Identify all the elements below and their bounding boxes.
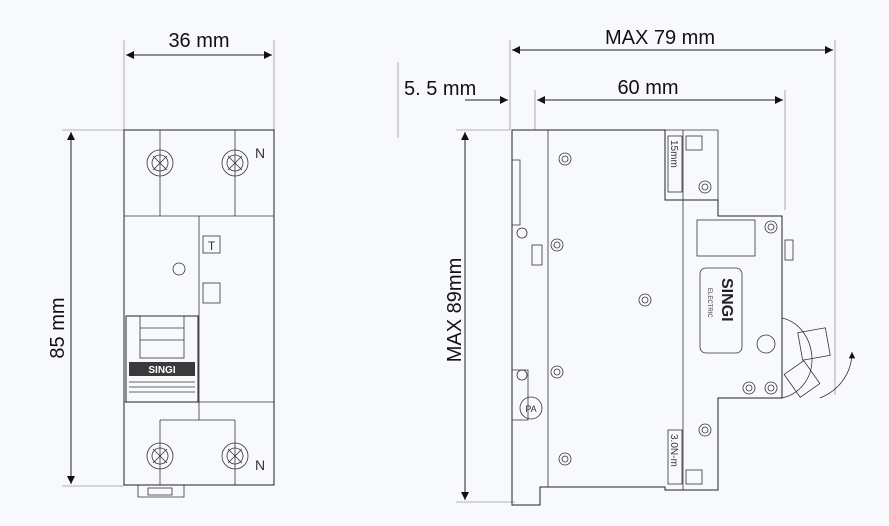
rail-dimension: 60 mm (534, 77, 786, 210)
strip-length-label-box: 15mm (667, 135, 703, 193)
torque-label-box: 3.0N-m (667, 429, 703, 485)
height-dimension: 85 mm (47, 129, 124, 487)
neutral-label-top: N (255, 145, 265, 161)
max-width-label: MAX 79 mm (605, 27, 715, 49)
terminal-screw-top-left (146, 149, 174, 177)
side-lever (781, 239, 856, 399)
lever-brand: SINGI (148, 365, 175, 376)
width-dimension: 36 mm (123, 30, 275, 130)
side-brand-sub: ELECTRIC (706, 288, 712, 318)
width-label: 36 mm (168, 30, 229, 52)
side-view: MAX 79 mm 60 mm 5. 5 mm MAX 89mm (397, 27, 856, 506)
offset-label: 5. 5 mm (404, 78, 476, 100)
side-brand-plate: SINGI ELECTRIC (699, 267, 743, 354)
rail-label: 60 mm (617, 77, 678, 99)
terminal-screw-bottom-left (146, 442, 174, 470)
max-height-label: MAX 89mm (444, 258, 466, 362)
breaker-body-front (123, 129, 275, 486)
lever-brand-plate (129, 362, 195, 376)
strip-length-label: 15mm (668, 140, 679, 168)
max-height-dimension: MAX 89mm (444, 129, 515, 503)
din-clip (137, 485, 185, 498)
height-label: 85 mm (47, 297, 69, 358)
torque-label: 3.0N-m (668, 434, 679, 467)
max-width-dimension: MAX 79 mm (509, 27, 836, 395)
offset-dimension: 5. 5 mm (397, 62, 560, 138)
rivets (550, 152, 778, 466)
breaker-body-side (511, 129, 783, 506)
indicator-hole (172, 262, 186, 276)
toggle-lever: SINGI (125, 315, 199, 403)
aux-block (696, 219, 756, 257)
neutral-label-bottom: N (255, 457, 265, 473)
test-button-label: T (208, 239, 216, 253)
terminal-screw-top-right (221, 149, 249, 177)
test-button (202, 235, 221, 254)
reset-slot (202, 282, 221, 304)
material-label: PA (525, 404, 536, 414)
material-mark: PA (519, 396, 543, 420)
front-view: 36 mm 85 mm (47, 30, 275, 498)
side-brand: SINGI (718, 278, 735, 322)
terminal-screw-bottom-right (221, 442, 249, 470)
